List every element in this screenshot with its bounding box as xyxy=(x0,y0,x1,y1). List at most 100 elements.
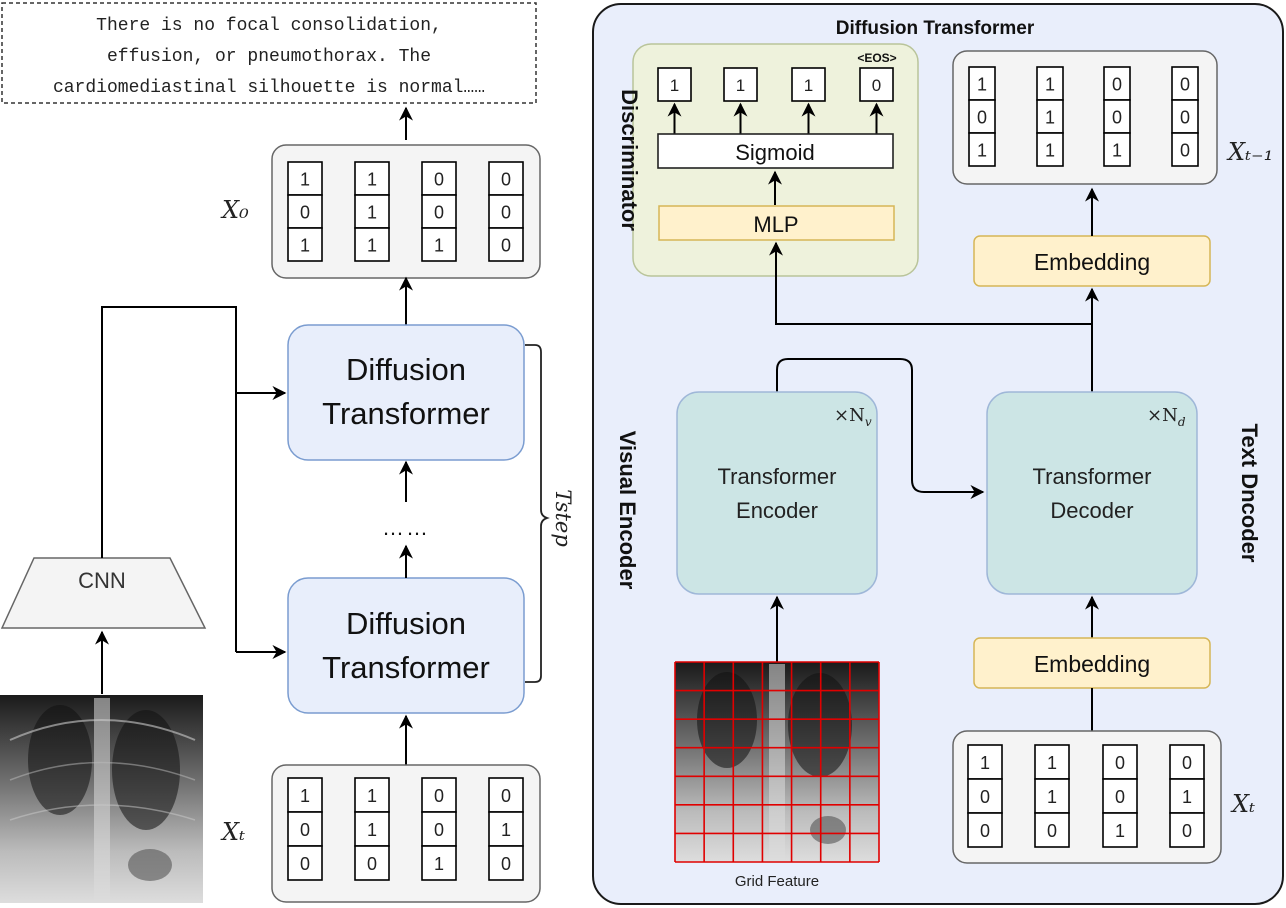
tstep-brace: Tstep xyxy=(525,344,575,683)
matrix-cell xyxy=(421,194,457,229)
matrix-cell-value: 1 xyxy=(367,820,377,840)
matrix-cell-value: 1 xyxy=(1047,753,1057,773)
visual-encoder-label: Visual Encoder xyxy=(615,431,640,590)
matrix-cell-value: 0 xyxy=(300,820,310,840)
text-decoder-label: Text Dncoder xyxy=(1237,424,1262,563)
token-column: 001 xyxy=(421,161,457,262)
token-column: 101 xyxy=(968,66,996,167)
matrix-cell-value: 0 xyxy=(1112,75,1122,95)
matrix-cell-value: 1 xyxy=(1047,787,1057,807)
matrix-cell-value: 0 xyxy=(434,203,444,223)
encoder-repeat: ×Nv xyxy=(834,405,872,429)
matrix-cell xyxy=(354,845,390,881)
text-decoder-block: Text Dncoder ×Nd Transformer Decoder xyxy=(986,391,1262,595)
matrix-cell-value: 0 xyxy=(1180,75,1190,95)
matrix-cell xyxy=(488,161,524,196)
matrix-cell-value: 1 xyxy=(501,820,511,840)
matrix-cell xyxy=(968,132,996,167)
matrix-cell-value: 0 xyxy=(434,820,444,840)
report-line-1: There is no focal consolidation, xyxy=(96,16,442,36)
matrix-cell-value: 1 xyxy=(1182,787,1192,807)
matrix-cell xyxy=(488,227,524,262)
matrix-cell xyxy=(354,161,390,196)
token-column: 001 xyxy=(421,777,457,881)
matrix-cell-value: 1 xyxy=(1045,108,1055,128)
token-column: 110 xyxy=(354,777,390,881)
matrix-cell-value: 1 xyxy=(434,236,444,256)
dt-top-line2: Transformer xyxy=(322,396,490,431)
diffusion-transformer-top: Diffusion Transformer xyxy=(287,324,525,461)
matrix-cell xyxy=(421,227,457,262)
matrix-cell xyxy=(287,845,323,881)
embedding-bottom-label: Embedding xyxy=(1034,651,1150,677)
matrix-cell-value: 0 xyxy=(1047,821,1057,841)
matrix-cell-value: 1 xyxy=(1045,75,1055,95)
discriminator-output: 1 xyxy=(791,67,826,134)
report-text-box: There is no focal consolidation, effusio… xyxy=(1,2,537,104)
encoder-line1: Transformer xyxy=(718,464,837,489)
matrix-cell xyxy=(421,811,457,847)
cnn-block: CNN xyxy=(0,557,207,629)
matrix-cell xyxy=(1169,744,1205,780)
arrow-encoder-to-decoder xyxy=(776,358,985,499)
matrix-cell-value: 0 xyxy=(300,203,310,223)
matrix-cell-value: 0 xyxy=(1115,787,1125,807)
cnn-feature-route xyxy=(101,306,237,652)
output-value: 0 xyxy=(872,76,881,95)
matrix-cell-value: 0 xyxy=(1182,821,1192,841)
matrix-cell-value: 0 xyxy=(1182,753,1192,773)
visual-encoder-block: Visual Encoder ×Nv Transformer Encoder xyxy=(615,391,878,595)
grid-feature-label: Grid Feature xyxy=(735,873,819,890)
matrix-cell xyxy=(421,845,457,881)
matrix-cell-value: 0 xyxy=(977,108,987,128)
token-column: 1 1 1 xyxy=(1036,66,1064,167)
matrix-cell xyxy=(287,227,323,262)
xt-label-left: Xₜ xyxy=(220,818,245,846)
matrix-cell-value: 0 xyxy=(980,821,990,841)
matrix-cell-value: 0 xyxy=(300,854,310,874)
dt-bottom-line1: Diffusion xyxy=(346,606,466,641)
matrix-cell-value: 1 xyxy=(977,141,987,161)
matrix-background xyxy=(271,764,541,903)
matrix-cell-value: 0 xyxy=(367,854,377,874)
x0-label: X₀ xyxy=(220,196,249,224)
output-value: 1 xyxy=(804,76,813,95)
discriminator-output: 1 xyxy=(723,67,758,134)
matrix-cell xyxy=(1171,99,1199,134)
chest-xray-image xyxy=(0,695,203,903)
matrix-cell-value: 0 xyxy=(501,854,511,874)
dt-top-line1: Diffusion xyxy=(346,352,466,387)
encoder-line2: Encoder xyxy=(736,498,818,523)
report-line-3: cardiomediastinal silhouette is normal…… xyxy=(53,78,485,98)
token-column: 001 xyxy=(1102,744,1138,848)
matrix-cell xyxy=(421,161,457,196)
token-column: 001 xyxy=(1103,66,1131,167)
matrix-cell-value: 1 xyxy=(300,236,310,256)
matrix-cell-value: 1 xyxy=(1115,821,1125,841)
matrix-cell-value: 0 xyxy=(501,203,511,223)
matrix-cell-value: 1 xyxy=(1045,141,1055,161)
mlp-box xyxy=(658,205,895,241)
matrix-cell xyxy=(1102,812,1138,848)
dt-bottom-line2: Transformer xyxy=(322,650,490,685)
matrix-cell-value: 0 xyxy=(501,236,511,256)
token-column: 111 xyxy=(354,161,390,262)
matrix-cell-value: 0 xyxy=(1180,141,1190,161)
matrix-cell-value: 1 xyxy=(1112,141,1122,161)
token-column: 000 xyxy=(488,161,524,262)
matrix-cell-value: 1 xyxy=(367,203,377,223)
sigmoid-box xyxy=(657,133,894,169)
matrix-cell xyxy=(1171,132,1199,167)
decoder-repeat: ×Nd xyxy=(1147,405,1186,429)
grid-feature-image xyxy=(674,661,880,863)
report-line-2: effusion, or pneumothorax. The xyxy=(107,47,431,67)
discriminator-output: 1 xyxy=(657,67,692,134)
sigmoid-label: Sigmoid xyxy=(735,140,814,165)
matrix-cell-value: 1 xyxy=(300,170,310,190)
matrix-cell-value: 1 xyxy=(300,786,310,806)
